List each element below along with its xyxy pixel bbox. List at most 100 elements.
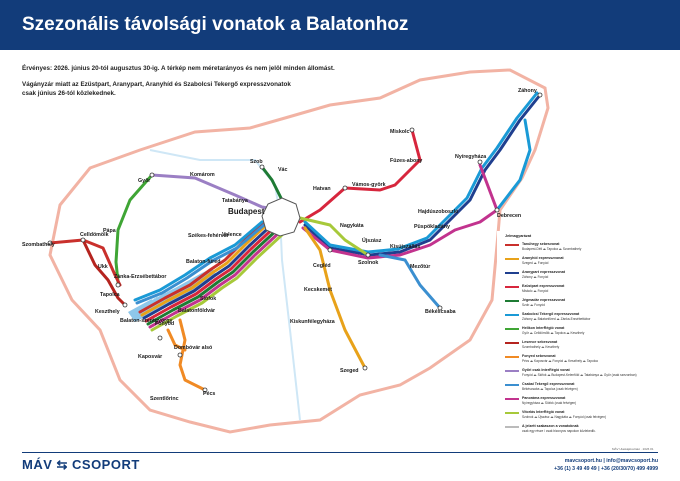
contact-web[interactable]: mavcsoport.hu | info@mavcsoport.hu: [564, 458, 658, 464]
legend-item-route: Záhony ◂▸ Balatonfüred ◂▸ Zánka-Erzsébet…: [522, 317, 591, 321]
map-credit: MÁV Utastájékoztató · 2026 #1: [612, 447, 654, 451]
label-debrecen: Debrecen: [497, 213, 521, 219]
header-banner: Szezonális távolsági vonatok a Balatonho…: [0, 0, 680, 50]
legend-line-swatch: [505, 426, 519, 428]
legend-item-route: Szob ◂▸ Fonyód: [522, 303, 545, 307]
label-balatonfoldvar: Balatonföldvár: [178, 308, 215, 314]
legend-item-name: Tanúhegy sebesvonat: [522, 242, 560, 246]
label-tatabanya: Tatabánya: [222, 198, 248, 204]
legend-item-route: Győr ◂▸ Celldömölk ◂▸ Tapolca ◂▸ Keszthe…: [522, 331, 585, 335]
label-zanka: Zánka-Erzsébettábor: [114, 274, 166, 280]
budapest-hub: [261, 197, 301, 237]
legend-item-name: Panoráma expresszvonat: [522, 396, 566, 400]
label-szeged: Szeged: [340, 368, 359, 374]
legend-line-swatch: [505, 314, 519, 316]
label-puspokladany: Püspökladány: [414, 224, 450, 230]
country-border: [48, 68, 550, 434]
label-gyor: Győr: [138, 178, 150, 184]
label-bekescsaba: Békéscsaba: [425, 309, 456, 315]
label-hatvan: Hatvan: [313, 186, 331, 192]
legend-line-swatch: [505, 286, 519, 288]
label-szolnok: Szolnok: [358, 260, 378, 266]
legend-line-swatch: [505, 398, 519, 400]
legend-item-route: Békéscsaba ◂▸ Tapolca (csak felvégen): [522, 387, 578, 391]
label-szob: Szob: [250, 159, 263, 165]
label-keszthely: Keszthely: [95, 309, 120, 315]
legend-item-name: A jelzett szakaszon a vonatoknak: [522, 424, 579, 428]
legend-item-route: Miskolc ◂▸ Fonyód: [522, 289, 549, 293]
legend-item-route: Szeged ◂▸ Fonyód: [522, 261, 549, 265]
legend-item-name: Aranypart expresszvonat: [522, 270, 565, 274]
label-komarom: Komárom: [190, 172, 215, 178]
label-nagykata: Nagykáta: [340, 223, 364, 229]
legend-line-swatch: [505, 412, 519, 414]
legend-item-route: csak egy része / csak bizonyos napokon k…: [522, 429, 596, 433]
legend-item-route: Záhony ◂▸ Fonyód: [522, 275, 549, 279]
closure-note-line2: csak június 26-tól közlekednek.: [22, 90, 116, 97]
legend-item-route: Szombathely ◂▸ Keszthely: [522, 345, 560, 349]
label-vamosgyork: Vámos-györk: [352, 182, 386, 188]
legend-item-name: Helikon InterRégió vonat: [522, 326, 565, 330]
label-budapest: Budapest: [228, 207, 265, 216]
legend-item-route: Pécs ◂▸ Kaposvár ◂▸ Fonyód ◂▸ Keszthely …: [522, 359, 598, 363]
label-szentlorinc: Szentlőrinc: [150, 396, 179, 402]
label-szekesfehervar: Székes-fehérvár: [188, 233, 229, 239]
validity-note: Érvényes: 2026. június 20-tól augusztus …: [22, 65, 335, 72]
label-balatonszentgyorgy: Balaton-szentgyörgy: [120, 318, 172, 324]
label-fuzesabony: Füzes-abony: [390, 158, 422, 164]
label-pecs: Pécs: [203, 391, 215, 397]
legend-item-name: Győri csak InterRégió vonat: [522, 368, 570, 372]
legend-line-swatch: [505, 300, 519, 302]
legend-item-name: Fonyed sebesvonat: [522, 354, 556, 358]
legend-item-name: Szabolcsi Tekergő expresszvonat: [522, 312, 580, 316]
footer-divider: [22, 452, 658, 453]
label-dombovar: Dombóvár alsó: [174, 345, 213, 351]
legend-line-swatch: [505, 370, 519, 372]
legend-line-swatch: [505, 356, 519, 358]
label-vac: Vác: [278, 167, 287, 173]
label-mezotur: Mezőtúr: [410, 264, 430, 270]
label-kisujszallas: Kisújszállás: [390, 244, 420, 250]
label-cegled: Cegléd: [313, 263, 331, 269]
label-siofok: Siófok: [200, 296, 216, 302]
label-celldomolk: Celldömölk: [80, 232, 109, 238]
legend-line-swatch: [505, 272, 519, 274]
legend-line-swatch: [505, 258, 519, 260]
legend-item-route: Budapest-Déli ◂▸ Tapolca ◂▸ Szombathely: [522, 247, 582, 251]
label-kaposvar: Kaposvár: [138, 354, 162, 360]
legend-line-swatch: [505, 384, 519, 386]
legend-line-swatch: [505, 342, 519, 344]
label-zahony: Záhony: [518, 88, 537, 94]
legend-item-route: Nyíregyháza ◂▸ Siófok (csak felvégen): [522, 401, 577, 405]
legend-item-name: Lesence sebesvonat: [522, 340, 558, 344]
legend-item-name: Vitorlás InterRégió vonat: [522, 410, 565, 414]
mav-logo: MÁV ⇆ CSOPORT: [22, 457, 140, 472]
label-tapolca: Tapolca: [100, 292, 120, 298]
legend-item-name: Jégmadár expresszvonat: [522, 298, 565, 302]
legend-line-swatch: [505, 244, 519, 246]
legend-item-route: Fonyód ◂▸ Siófok ◂▸ Budapest-Kelenföld ◂…: [522, 373, 637, 377]
legend-title: Jelmagyarázat: [505, 234, 532, 238]
legend-item-name: Ezüstpart expresszvonat: [522, 284, 565, 288]
label-kecskemet: Kecskemét: [304, 287, 332, 293]
label-balatonfured: Balaton-füred: [186, 259, 220, 265]
label-velence: Velence: [222, 232, 242, 238]
legend-line-swatch: [505, 328, 519, 330]
label-fonyod: Fonyód: [155, 321, 174, 327]
closure-note-line1: Vágányzár miatt az Ezüstpart, Aranypart,…: [22, 81, 291, 88]
label-nyiregyhaza: Nyíregyháza: [455, 154, 486, 160]
legend-item-route: Szolnok ◂▸ Újszász ◂▸ Nagykáta ◂▸ Fonyód…: [522, 415, 607, 419]
label-szombathely: Szombathely: [22, 242, 55, 248]
label-kiskunfelegyhaza: Kiskunfélegyháza: [290, 319, 335, 325]
contact-phone: +36 (1) 3 49 49 49 | +36 (20/30/70) 499 …: [554, 466, 658, 472]
legend-item-name: Csabai Tekergő expresszvonat: [522, 382, 575, 386]
page-title: Szezonális távolsági vonatok a Balatonho…: [22, 14, 409, 35]
legend-item-name: Aranyhíd expresszvonat: [522, 256, 564, 260]
label-ujszasz: Újszász: [362, 237, 382, 244]
label-ukk: Ukk: [98, 264, 108, 270]
label-miskolc: Miskolc: [390, 129, 409, 135]
label-hajduszoboszlo: Hajdúszoboszló: [418, 209, 459, 215]
label-papa: Pápa: [103, 228, 116, 234]
